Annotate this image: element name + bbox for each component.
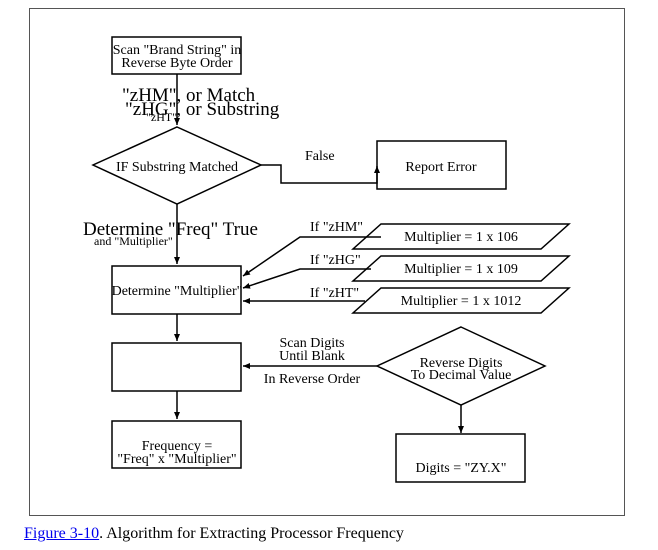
blank-process-box [111,342,242,392]
false-label: False [305,149,335,164]
match-label-line3: "zHT" [146,110,177,124]
arrow-zhm-to-determine [242,236,381,277]
multiplier-zhg-label: Multiplier = 1 x 109 [404,262,518,277]
arrow-zhg-to-determine [242,268,371,289]
if-zhg-label: If "zHG" [310,253,361,268]
if-zhm-label: If "zHM" [310,220,363,235]
scan-digits-line1: Scan Digits [280,336,345,351]
in-reverse-order-label: In Reverse Order [264,372,361,387]
match-label-line1: "zHM", or Match [122,85,256,106]
figure-frame [29,8,625,516]
arrow-false-to-report-error [261,164,380,184]
determine-true-line1: Determine "Freq" True [83,219,258,240]
multiplier-zhm-label: Multiplier = 1 x 106 [404,230,518,245]
determine-multiplier-box [111,265,242,315]
flowchart: Scan "Brand String" in Reverse Byte Orde… [83,36,571,483]
report-error-label: Report Error [405,160,476,175]
frequency-line1: Frequency = [142,439,213,454]
reverse-digits-line2: To Decimal Value [411,368,512,383]
multiplier-zht-parallelogram [351,287,571,314]
multiplier-zhg-parallelogram [351,255,571,282]
scan-digits-line2: Until Blank [279,349,345,364]
scan-brand-string-box [111,36,242,75]
digits-label: Digits = "ZY.X" [415,461,506,476]
reverse-digits-line1: Reverse Digits [420,356,503,371]
scan-box-line2: Reverse Byte Order [121,56,233,71]
digits-box [395,433,526,483]
report-error-box [376,140,507,190]
reverse-digits-decision [375,326,547,406]
multiplier-zhm-parallelogram [351,223,571,250]
determine-multiplier-label: Determine "Multiplier" [112,284,243,299]
figure-link[interactable]: Figure 3-10 [24,525,100,542]
scan-box-line1: Scan "Brand String" in [113,43,241,58]
frequency-line2: "Freq" x "Multiplier" [117,452,236,467]
figure-caption: Figure 3-10. Algorithm for Extracting Pr… [24,525,404,543]
if-zht-label: If "zHT" [310,286,359,301]
determine-true-line2: and "Multiplier" [94,234,173,248]
caption-text: . Algorithm for Extracting Processor Fre… [99,525,404,542]
multiplier-zht-label: Multiplier = 1 x 1012 [401,294,522,309]
match-label-line2: "zHG", or Substring [125,99,280,120]
decision-label: IF Substring Matched [116,160,238,175]
frequency-box [111,420,242,469]
substring-matched-decision [91,126,263,205]
